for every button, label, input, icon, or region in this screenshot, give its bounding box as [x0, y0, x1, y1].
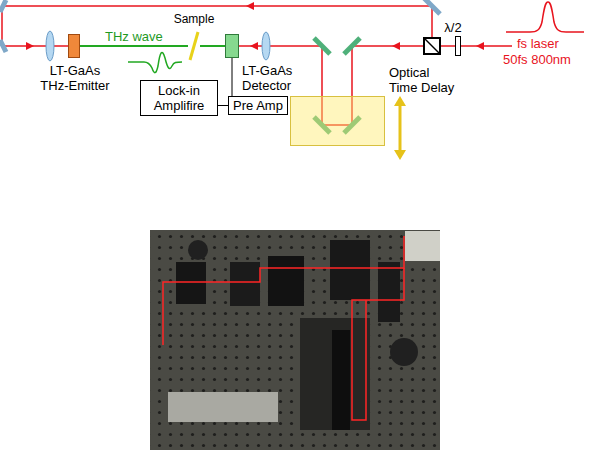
mirror: [344, 38, 360, 54]
mirror: [424, 0, 440, 14]
stage-motion-arrow: [399, 104, 402, 152]
sample-plate-line: [190, 32, 198, 60]
tool: [168, 392, 278, 422]
laser-pulse: [506, 2, 584, 32]
box-label: Pre Amp: [233, 98, 283, 113]
waveplate: λ/2: [455, 36, 461, 56]
mount: [268, 256, 304, 306]
mirror: [0, 0, 6, 12]
setup-photo: [150, 230, 440, 450]
beam-arrowhead: [476, 42, 484, 50]
amplifier-box: Lock-in Amplifire: [140, 80, 218, 116]
signal-wire: [232, 58, 233, 96]
mount: [378, 262, 400, 322]
mount: [390, 338, 418, 366]
mount: [330, 240, 370, 300]
stage-motion-head: [394, 150, 406, 160]
photo-beam-path: [163, 236, 404, 345]
mount: [188, 240, 208, 260]
part-label: LT-GaAs THz-Emitter: [35, 63, 115, 93]
lens: [262, 32, 270, 60]
photo-ground: [150, 230, 440, 450]
sample-outline: [188, 30, 200, 62]
mount: [230, 262, 260, 306]
beam-label: THz wave: [105, 29, 163, 44]
delay-rail: [332, 330, 350, 430]
photo-background: [405, 231, 440, 261]
laser-beam: [2, 5, 432, 7]
box-label: Lock-in Amplifire: [147, 83, 211, 113]
part-label: LT-GaAs Detector: [242, 63, 306, 93]
mount: [176, 262, 206, 304]
mirror: [0, 40, 6, 52]
sample-plate: Sample: [188, 30, 200, 62]
emitter-block: LT-GaAs THz-Emitter: [68, 34, 80, 58]
thz-beam: [80, 45, 188, 47]
laser-beam: [431, 6, 433, 38]
signal-wire: [218, 105, 228, 106]
photo-beam-path: [352, 268, 404, 420]
part-label: Sample: [172, 12, 216, 27]
stage-motion-head: [394, 96, 406, 106]
laser-spec: 50fs 800nm: [503, 52, 571, 67]
laser-name: fs laser: [517, 36, 559, 51]
laser-beam: [2, 45, 68, 47]
beam-splitter: [424, 38, 440, 54]
beam-arrows: [26, 2, 484, 50]
part-label: λ/2: [438, 20, 468, 35]
laser-beams: [2, 6, 512, 125]
thz-waveform: [128, 52, 182, 72]
beam-arrowhead: [250, 42, 258, 50]
beam-arrowhead: [392, 42, 400, 50]
delay-stage: Optical Time Delay: [290, 96, 385, 146]
beam-arrowhead: [26, 42, 34, 50]
lens: [46, 31, 54, 61]
beam-arrowhead: [246, 2, 254, 10]
optical-table: [150, 230, 440, 450]
beam-splitter-diagonal: [424, 38, 440, 54]
thz-beam: [200, 45, 225, 47]
preamp-box: Pre Amp: [228, 96, 288, 115]
part-label: Optical Time Delay: [389, 65, 457, 95]
delay-rail: [300, 318, 370, 430]
mirror: [314, 38, 330, 54]
detector-block: LT-GaAs Detector: [225, 34, 239, 58]
